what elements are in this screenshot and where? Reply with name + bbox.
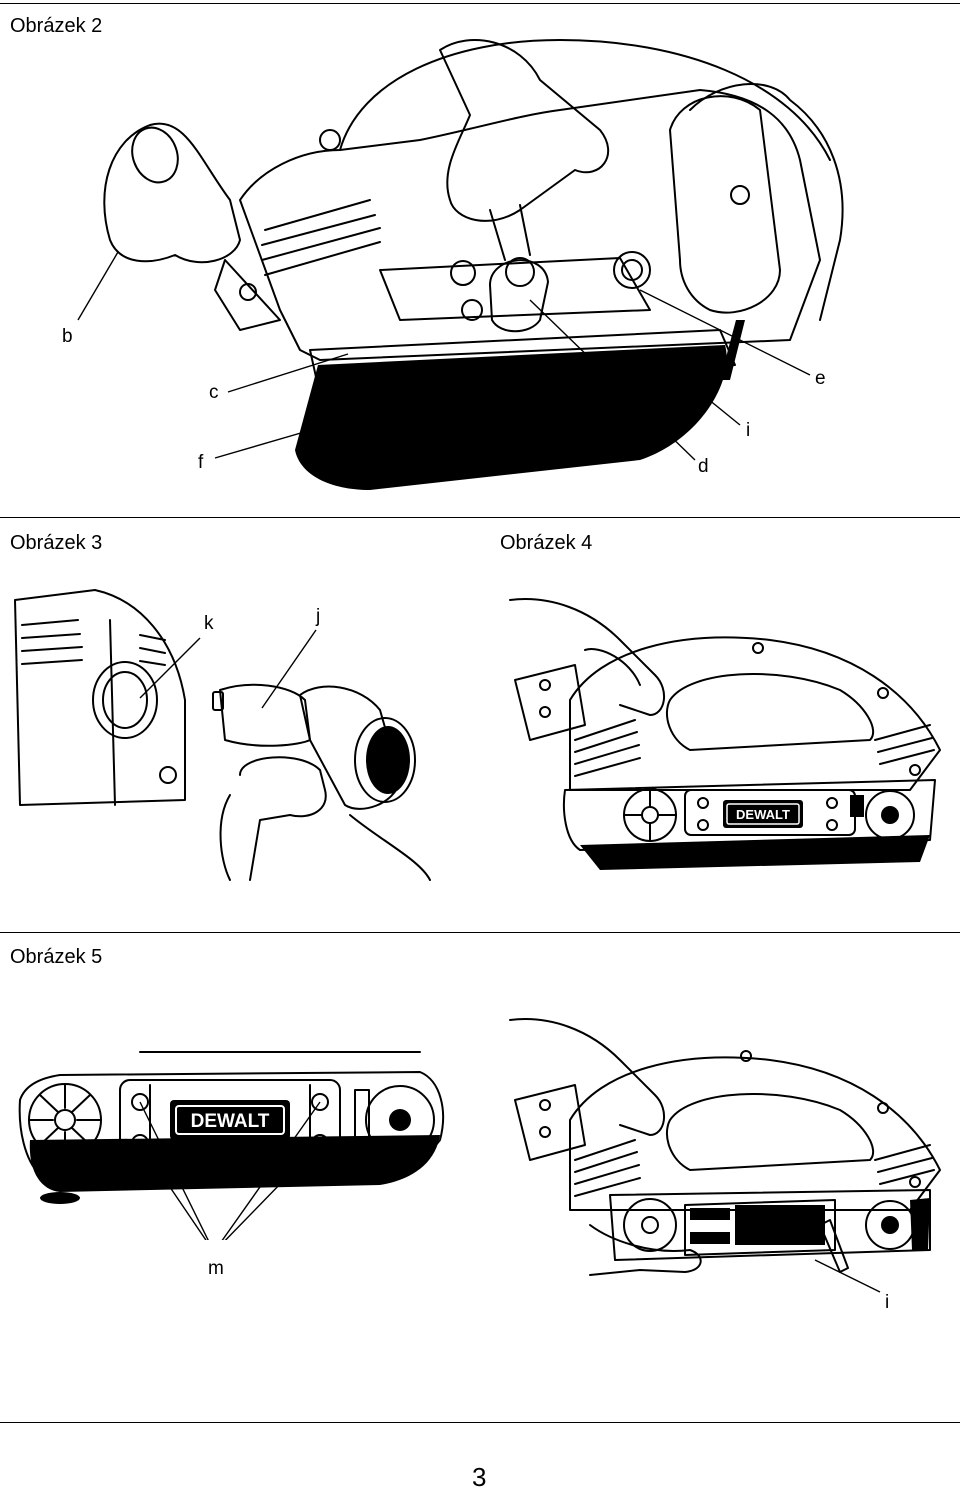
section-rule-1: [0, 517, 960, 518]
fig5-right-illustration: [490, 1010, 950, 1300]
fig2-label-c: c: [209, 382, 219, 403]
belt-sander-handle-view: [77, 39, 844, 490]
dust-port-attachment: [14, 589, 431, 881]
fig2-caption: Obrázek 2: [10, 15, 103, 37]
fig3-caption: Obrázek 3: [10, 532, 103, 554]
sander-side-view-closed: DEWALT: [509, 598, 941, 870]
fig4-brand-logo: DEWALT: [736, 807, 790, 822]
fig2-label-i: i: [746, 420, 751, 441]
fig2-label-b: b: [62, 326, 73, 347]
base-plate-screws-view: DEWALT: [18, 1051, 444, 1240]
fig3-label-j: j: [316, 606, 321, 627]
fig2-label-f: f: [198, 452, 204, 473]
fig5-label-i: i: [885, 1292, 890, 1313]
fig3-illustration: [0, 580, 480, 890]
fig2-label-e: e: [815, 368, 826, 389]
fig5-brand-logo: DEWALT: [191, 1111, 270, 1132]
fig2-illustration: [0, 20, 960, 510]
top-rule: [0, 3, 960, 4]
fig3-label-k: k: [204, 613, 214, 634]
fig5-caption: Obrázek 5: [10, 946, 103, 968]
fig5-label-m: m: [208, 1258, 224, 1279]
fig5-left-illustration: DEWALT: [0, 1040, 460, 1240]
bottom-rule: [0, 1422, 960, 1423]
section-rule-2: [0, 932, 960, 933]
fig4-caption: Obrázek 4: [500, 532, 593, 554]
fig4-illustration: DEWALT: [490, 590, 950, 880]
sander-side-view-open: [509, 1018, 941, 1293]
fig2-label-d: d: [698, 456, 709, 477]
page-number: 3: [472, 1462, 487, 1492]
